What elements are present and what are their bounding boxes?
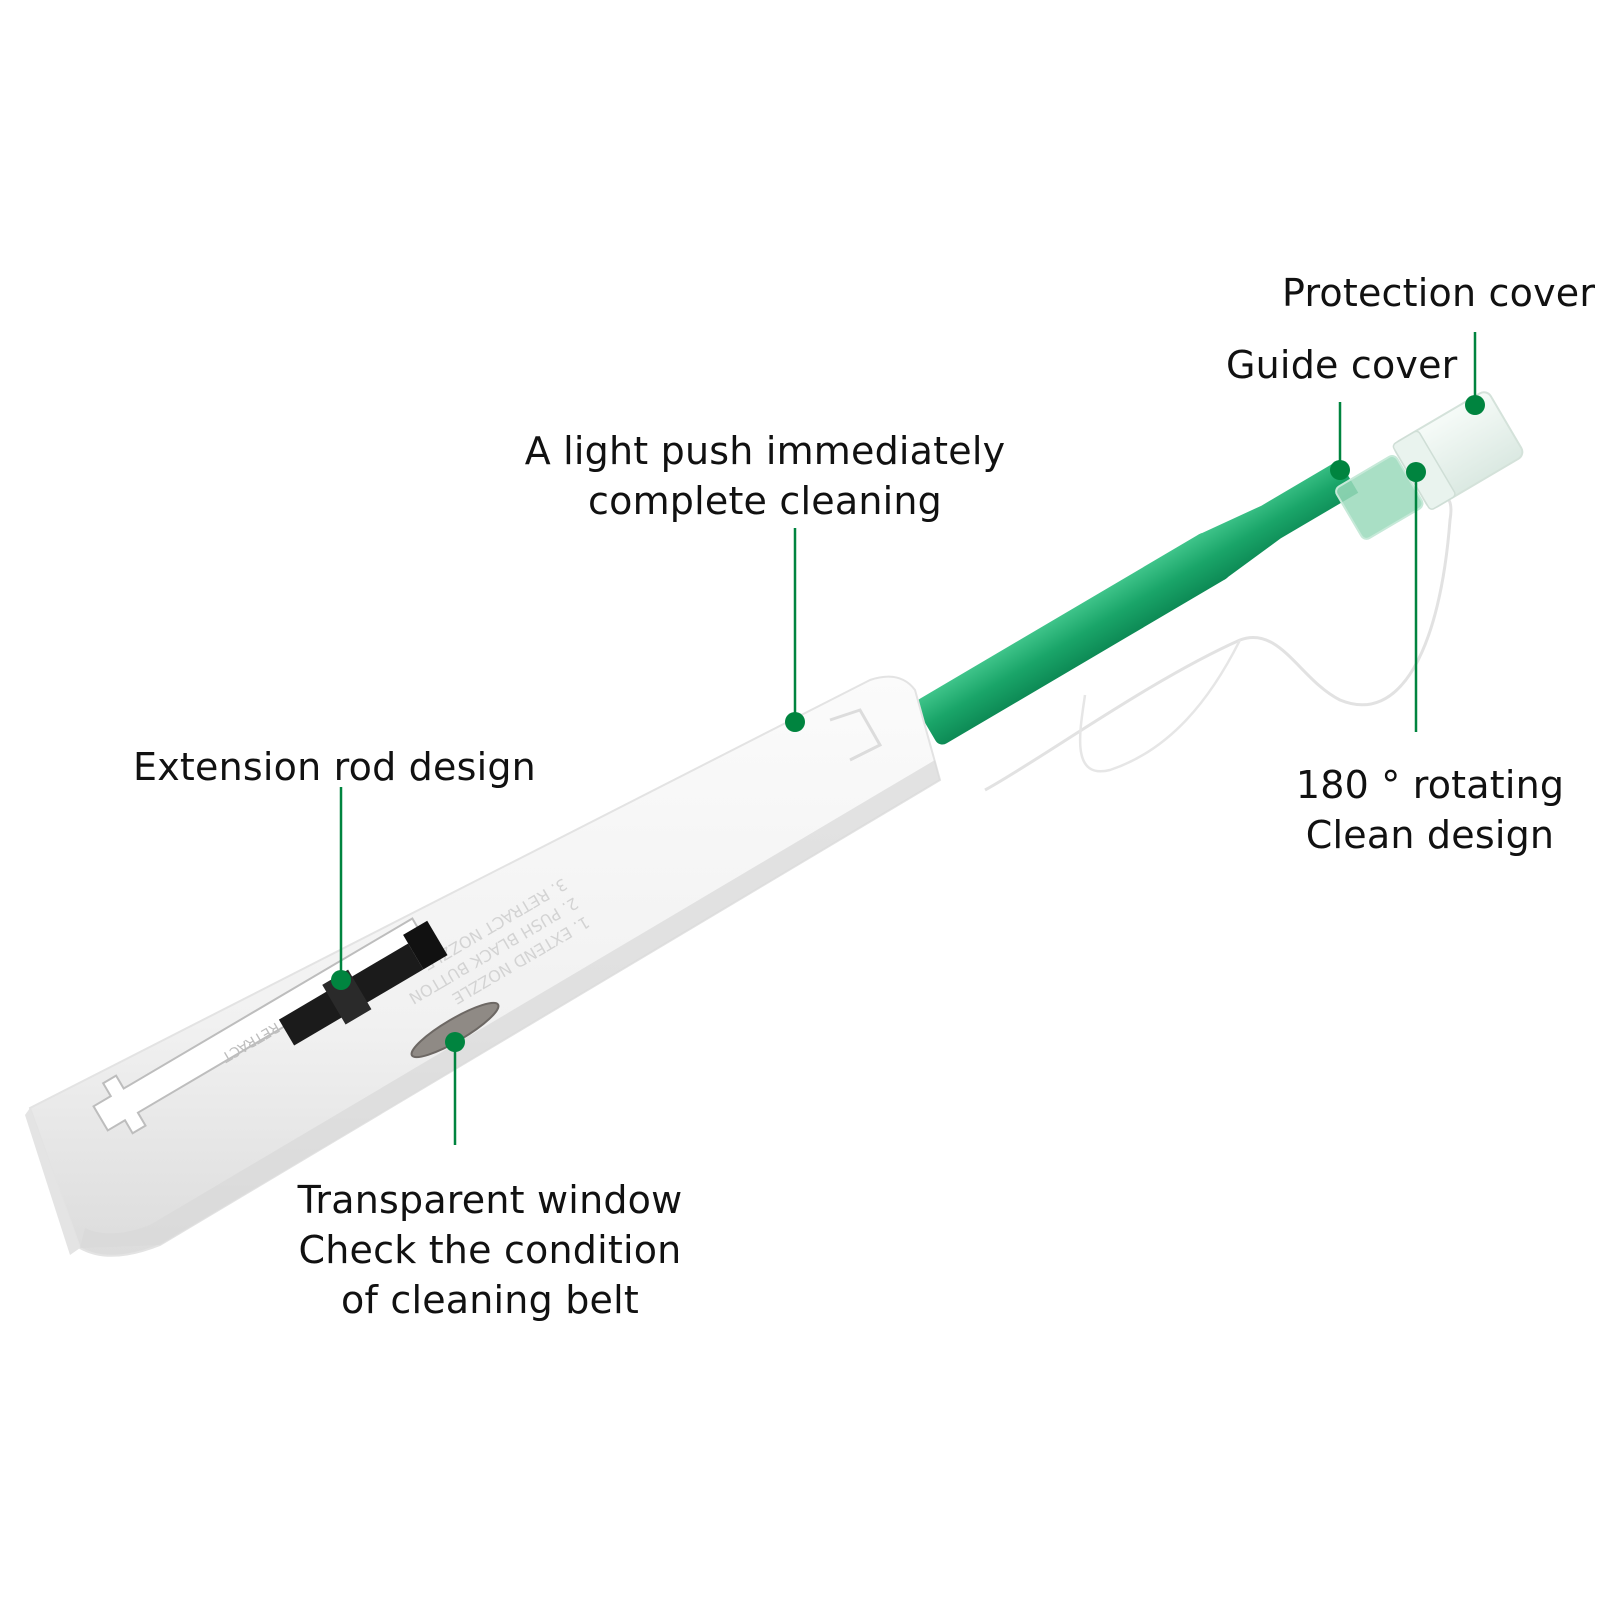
label-light-push-line-2: complete cleaning	[588, 479, 942, 523]
label-rotating-line-2: Clean design	[1305, 813, 1555, 857]
label-extension-rod-text: Extension rod design	[133, 745, 536, 789]
label-guide-cover: Guide cover	[1226, 340, 1458, 390]
cleaning-string-back	[1078, 639, 1242, 773]
label-extension-rod: Extension rod design	[133, 742, 536, 792]
label-window-line-3: of cleaning belt	[341, 1278, 639, 1322]
label-light-push-line-1: A light push immediately	[524, 429, 1006, 473]
marker-protection	[1465, 395, 1485, 415]
label-rotating-line-1: 180 ° rotating	[1295, 763, 1565, 807]
pen-body	[25, 675, 942, 1257]
marker-extension	[331, 970, 351, 990]
marker-guide	[1330, 460, 1350, 480]
label-window-line-2: Check the condition	[298, 1228, 682, 1272]
marker-rotating	[1406, 462, 1426, 482]
label-guide-cover-text: Guide cover	[1226, 343, 1458, 387]
green-rod	[916, 460, 1359, 745]
label-rotating: 180 ° rotating Clean design	[1280, 760, 1580, 860]
label-light-push: A light push immediately complete cleani…	[495, 426, 1035, 526]
marker-window	[445, 1032, 465, 1052]
cleaning-string	[984, 494, 1453, 792]
marker-push	[785, 712, 805, 732]
label-transparent-window: Transparent window Check the condition o…	[280, 1175, 700, 1325]
guide-cover	[1335, 455, 1424, 540]
label-protection-cover: Protection cover	[1282, 268, 1595, 318]
label-window-line-1: Transparent window	[297, 1178, 683, 1222]
label-protection-cover-text: Protection cover	[1282, 271, 1596, 315]
